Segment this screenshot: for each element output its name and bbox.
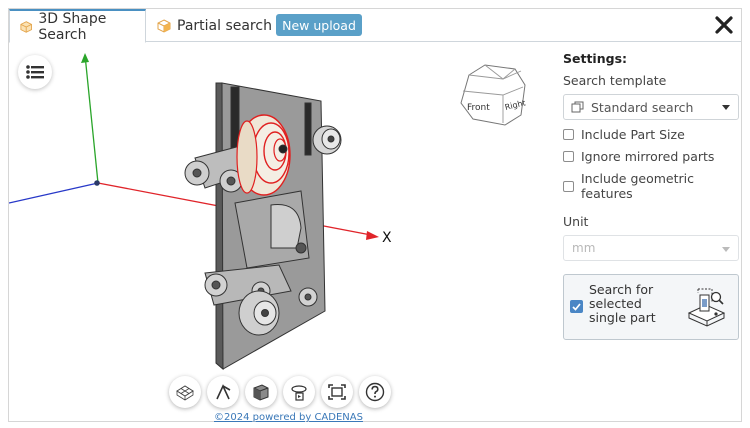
help-button[interactable] [359,376,391,408]
checkbox-label: Include geometric features [581,171,695,201]
single-part-selection-icon [687,288,726,327]
tab-partial-search[interactable]: Partial search [147,9,277,43]
close-icon[interactable] [713,13,735,37]
fit-view-button[interactable] [321,376,353,408]
view-cube-front: Front [467,103,490,113]
fit-view-icon [328,384,346,400]
new-upload-button[interactable]: New upload [276,14,362,36]
partial-cube-icon [157,19,171,33]
tab-label: Partial search [177,18,272,34]
x-axis-label: X [382,230,392,246]
tab-3d-shape-search[interactable]: 3D Shape Search [9,9,146,43]
model-scene: X [9,53,392,371]
tab-label: 3D Shape Search [38,10,107,43]
search-template-value: Standard search [591,99,694,115]
search-single-part-option[interactable]: Search for selected single part [563,274,739,340]
checkbox-label: Ignore mirrored parts [581,149,715,164]
powered-by-link[interactable]: ©2024 powered by CADENAS [214,412,363,423]
z-axis [9,182,99,204]
help-icon [365,382,385,402]
3d-viewport[interactable]: X [9,43,554,423]
part-model [184,82,342,371]
y-axis [84,54,99,184]
tab-bar: 3D Shape Search Partial search New uploa… [9,9,741,43]
view-cube[interactable]: Front Right [455,59,531,129]
shading-icon [253,384,269,401]
settings-panel: Settings: Search template Standard searc… [563,49,739,340]
template-copy-icon [571,101,584,113]
include-geometric-features-checkbox[interactable]: Include geometric features [563,171,739,201]
ignore-mirrored-parts-checkbox[interactable]: Ignore mirrored parts [563,149,739,164]
checkbox-box [563,180,574,192]
checkbox-label: Include Part Size [581,127,685,142]
rotate-button[interactable] [283,376,315,408]
mesh-icon [176,385,194,401]
unit-select: mm [563,235,739,261]
check-icon [572,302,581,311]
cube-icon [20,20,32,33]
rotate-icon [291,385,307,401]
single-part-label: Search for selected single part [589,282,656,325]
measure-icon [216,384,231,400]
chevron-down-icon [722,247,730,252]
list-menu-button[interactable] [18,55,52,89]
measure-button[interactable] [207,376,239,408]
axis-origin [94,180,100,186]
single-part-checkbox[interactable] [570,300,583,313]
shading-button[interactable] [245,376,277,408]
include-part-size-checkbox[interactable]: Include Part Size [563,127,739,142]
shape-search-window: 3D Shape Search Partial search New uploa… [8,8,742,423]
chevron-down-icon [722,105,730,110]
unit-value: mm [572,241,596,255]
settings-title: Settings: [563,51,628,66]
mesh-view-button[interactable] [169,376,201,408]
checkbox-box [563,129,574,140]
list-icon [26,65,44,79]
viewer-toolbar [169,376,391,408]
search-template-label: Search template [563,73,667,88]
search-template-select[interactable]: Standard search [563,94,739,120]
checkbox-box [563,151,574,162]
unit-label: Unit [563,214,589,229]
y-axis-arrow [81,53,89,63]
x-axis-arrow [366,231,379,240]
